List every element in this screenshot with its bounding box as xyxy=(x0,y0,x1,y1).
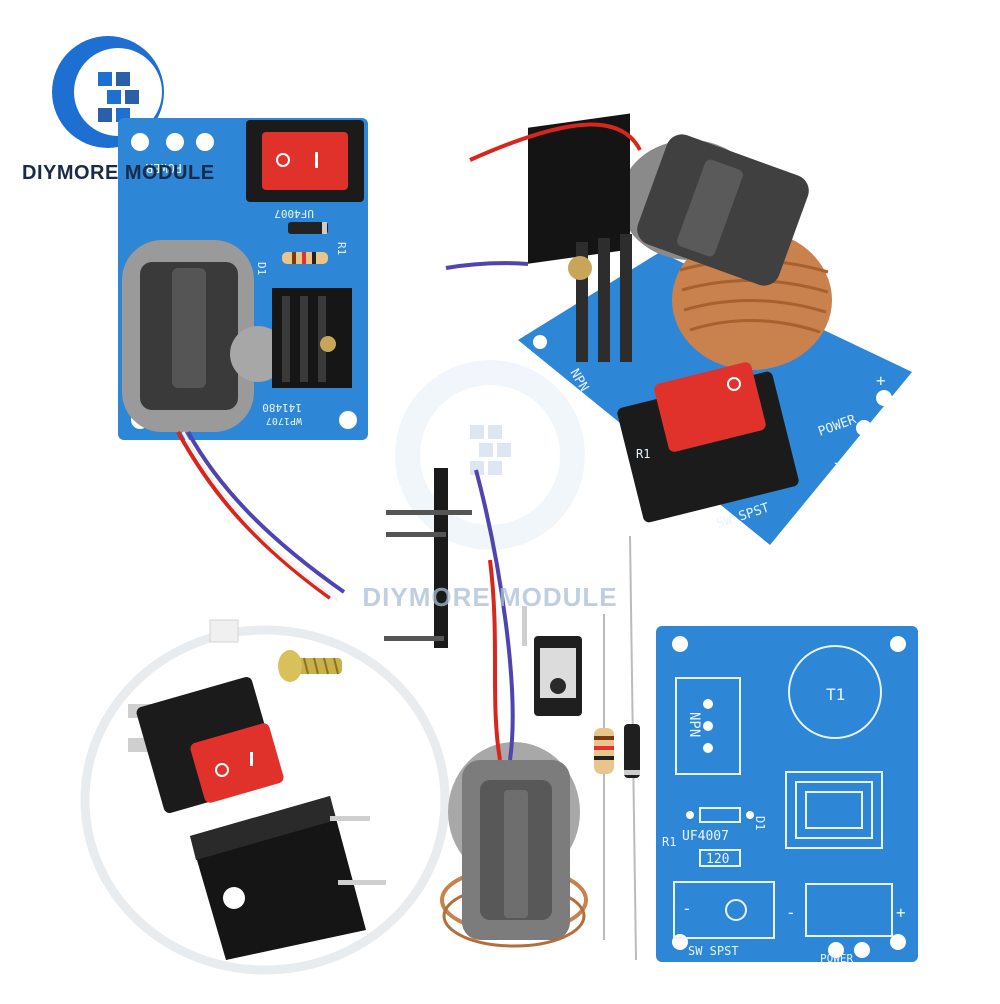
transistor-icon xyxy=(522,606,582,716)
coil-icon xyxy=(440,469,588,948)
coil-pattern-icon xyxy=(785,771,883,849)
assembled-module-top-right: NPN POWER SW SPST R1 + - xyxy=(445,113,912,545)
assembled-module-top-left: POWER R1 D1 UF4007 141480 WP1707 xyxy=(118,118,368,602)
board2-minus-label: - xyxy=(832,453,842,472)
pcb-d1-label: D1 xyxy=(753,816,767,830)
switch-icon xyxy=(128,677,284,813)
pcb-r1-label: R1 xyxy=(662,835,676,849)
diode-icon xyxy=(624,535,640,961)
pcb-sw-label: SW SPST xyxy=(688,944,739,958)
pcb-minus-label: - xyxy=(786,903,796,922)
resistor-icon xyxy=(594,614,614,940)
brand-name: DIYMORE MODULE xyxy=(22,162,215,184)
board2-r1-label: R1 xyxy=(636,447,650,461)
kit-parts xyxy=(80,468,640,975)
bare-pcb: T1 NPN UF4007 D1 120 R1 - SW SPST - + P xyxy=(656,626,918,965)
board-code2-label: WP1707 xyxy=(266,415,302,426)
pcb-t1-label: T1 xyxy=(826,685,845,704)
board-power-label: POWER xyxy=(145,161,182,175)
pcb-resistor-label: 120 xyxy=(706,852,729,867)
heatsink-icon xyxy=(272,288,352,388)
watermark-text: DIYMORE MODULE xyxy=(362,582,618,612)
board-r1-label: R1 xyxy=(335,242,348,255)
rocker-switch-icon xyxy=(246,120,364,202)
pcb-switch-minus-label: - xyxy=(682,899,692,918)
board-d1-label: D1 xyxy=(255,262,268,275)
board-code-label: 141480 xyxy=(262,401,302,414)
pcb-power-label: POWER xyxy=(820,952,853,965)
pcb-diode-label: UF4007 xyxy=(682,829,729,844)
coil-icon xyxy=(122,240,286,432)
rocker-switch-icon xyxy=(617,362,799,523)
pcb-plus-label: + xyxy=(896,903,906,922)
board2-plus-label: + xyxy=(876,371,886,390)
transformer-coil-icon xyxy=(620,134,832,370)
screw-icon xyxy=(278,650,342,682)
board-diode-label: UF4007 xyxy=(274,207,314,220)
pcb-npn-label: NPN xyxy=(686,712,702,737)
cable-tie-icon xyxy=(80,619,450,975)
heatsink-icon xyxy=(528,113,632,362)
heatsink-icon xyxy=(190,796,386,960)
